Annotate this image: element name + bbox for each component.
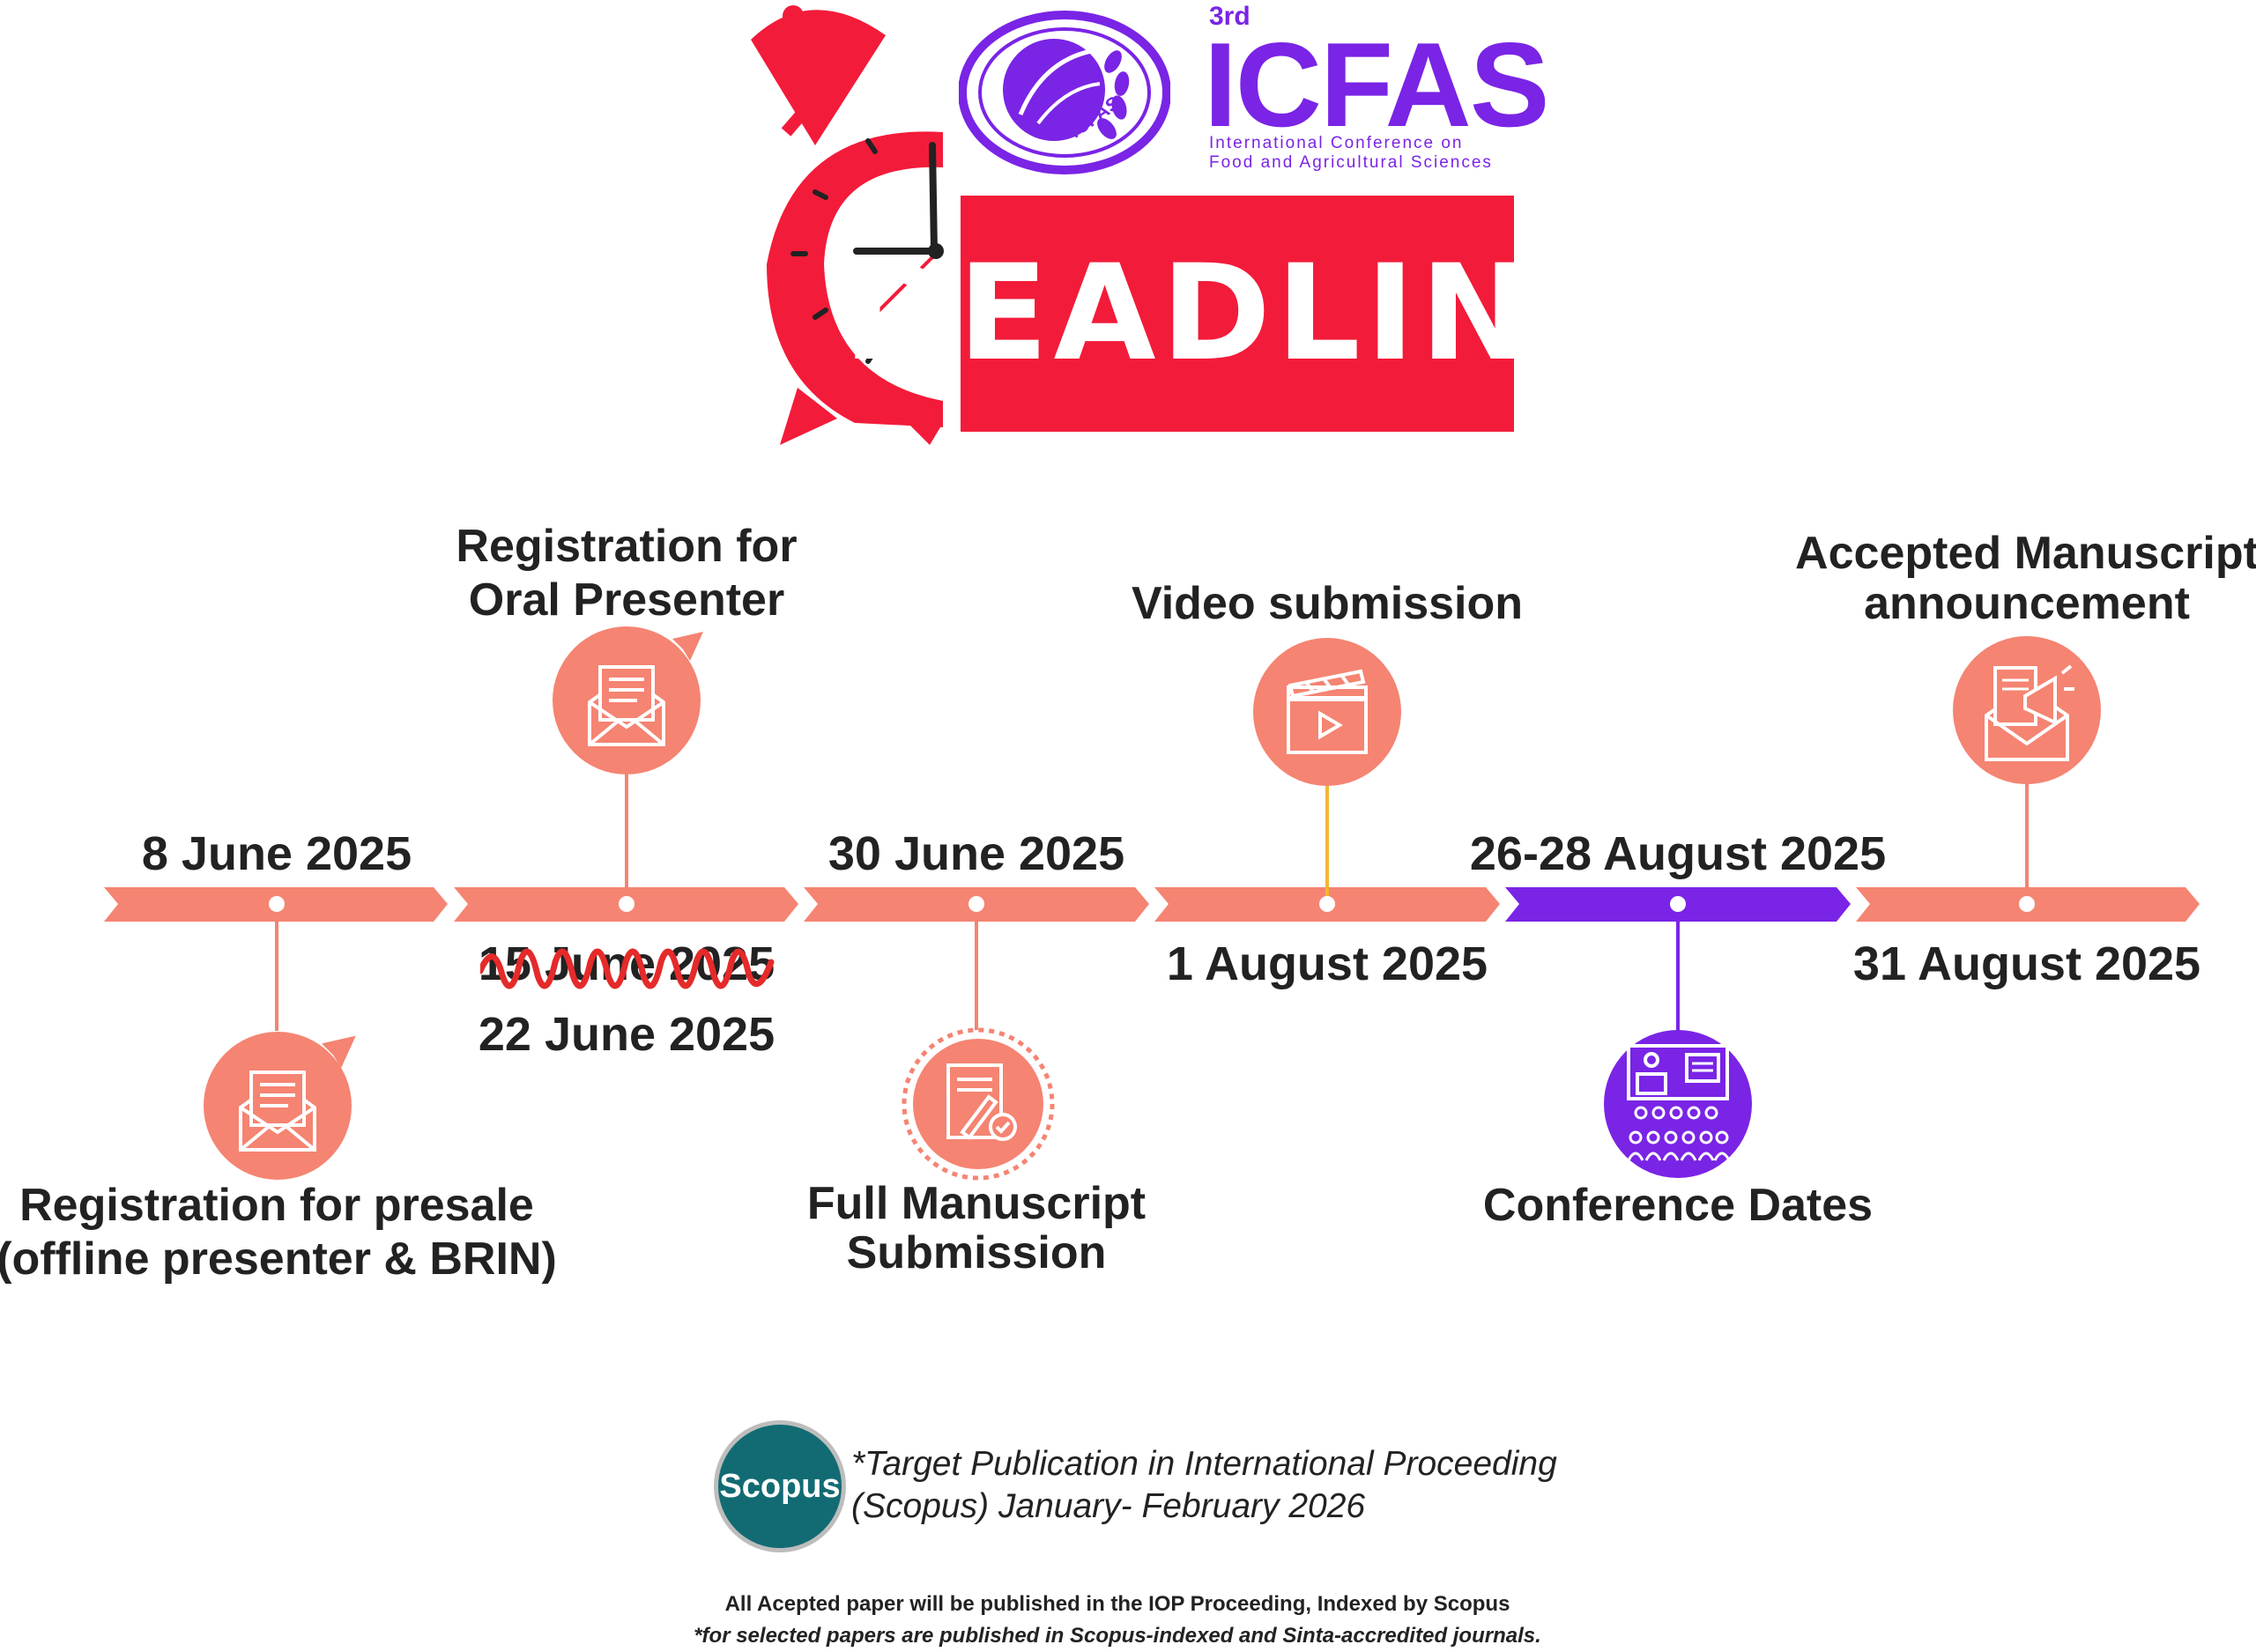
milestone-2-label: Registration for Oral Presenter (456, 521, 798, 626)
milestone-5-label: Conference Dates (1482, 1180, 1874, 1231)
deadline-banner: DEADLINE (843, 196, 1627, 432)
clapperboard-icon (1253, 638, 1401, 786)
milestone-5-date: 26-28 August 2025 (1469, 827, 1887, 880)
milestone-6-label: Accepted Manuscript announcement (1795, 528, 2256, 630)
footer-line1: All Acepted paper will be published in t… (724, 1592, 1510, 1616)
logo-subtitle-line1: International Conference on (1209, 134, 1464, 152)
alarm-clock-icon (751, 5, 944, 445)
edition-badge: 3rd (1209, 2, 1250, 31)
scribble-strike-icon (480, 948, 775, 989)
milestone-2-date: 22 June 2025 (478, 1008, 776, 1061)
milestone-3-date: 30 June 2025 (827, 827, 1125, 880)
conference-audience-icon (1604, 1030, 1752, 1178)
logo-title: ICFAS (1204, 18, 1549, 152)
milestone-1-date: 8 June 2025 (141, 827, 412, 880)
megaphone-mail-icon (1953, 636, 2101, 784)
scopus-badge: Scopus (714, 1420, 846, 1552)
milestone-6-date: 31 August 2025 (1852, 937, 2201, 990)
milestone-1-label: Registration for presale (offline presen… (0, 1180, 557, 1285)
logo-subtitle-line2: Food and Agricultural Sciences (1209, 153, 1493, 172)
scopus-note: *Target Publication in International Pro… (851, 1445, 1557, 1525)
mail-letter-icon (553, 626, 703, 774)
footer-line2: *for selected papers are published in Sc… (694, 1624, 1541, 1648)
milestone-3-label: Full Manuscript Submission (806, 1178, 1147, 1279)
milestone-4-label: Video submission (1131, 578, 1524, 629)
icfas-logo-emblem (959, 11, 1170, 174)
document-signature-icon (902, 1027, 1055, 1181)
scopus-badge-text: Scopus (719, 1467, 841, 1505)
milestone-4-date: 1 August 2025 (1166, 937, 1488, 990)
mail-letter-icon (204, 1032, 356, 1180)
